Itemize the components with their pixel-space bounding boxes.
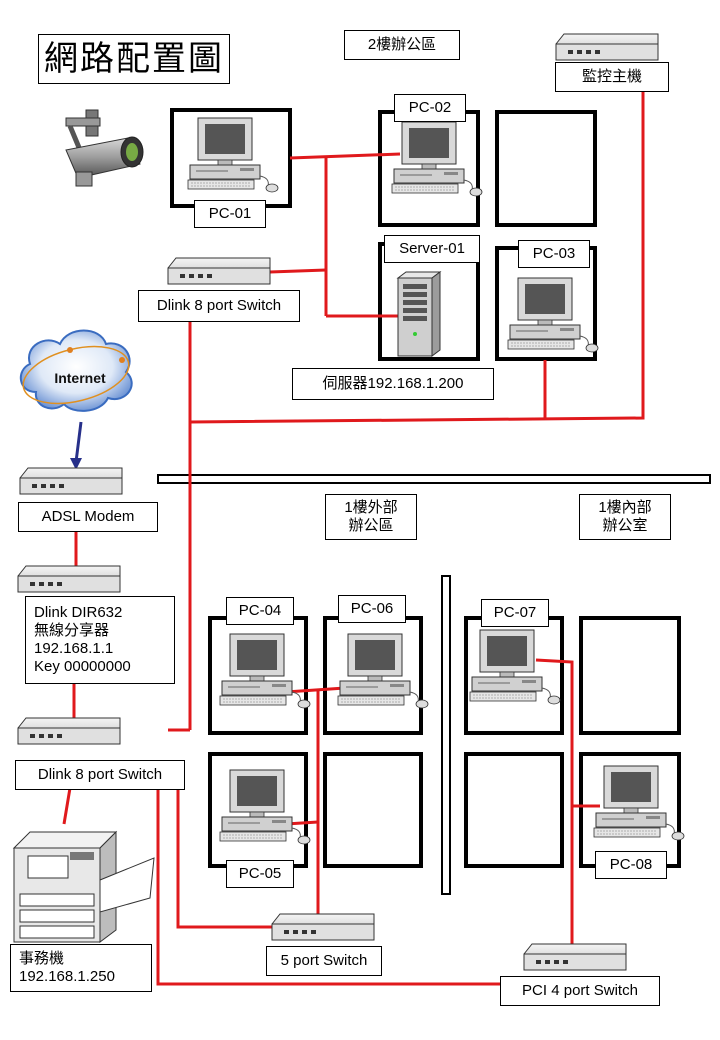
- internet-arrow-head: [70, 458, 82, 470]
- room-empty-1f-c: [464, 752, 564, 868]
- printer-ip: 192.168.1.250: [19, 968, 115, 985]
- pc01-icon: [187, 117, 279, 193]
- printer-name: 事務機: [19, 950, 65, 967]
- pc04-label: PC-04: [226, 597, 294, 625]
- room-empty-1f-a: [323, 752, 423, 868]
- server-ip-label: 伺服器192.168.1.200: [292, 368, 494, 400]
- pc05-label: PC-05: [226, 860, 294, 888]
- server-icon: [396, 271, 442, 357]
- floor-divider: [157, 474, 711, 484]
- switch-main-icon: [17, 717, 121, 745]
- floor1-inner-label: 1樓內部 辦公室: [579, 494, 671, 540]
- security-camera-icon: [65, 109, 144, 187]
- switch-pci-label: PCI 4 port Switch: [500, 976, 660, 1006]
- cable-pc07-pci: [535, 658, 574, 944]
- printer-icon: [12, 830, 155, 943]
- cable-5port: [176, 788, 272, 929]
- switch-pci-icon: [523, 943, 627, 971]
- pc02-icon: [391, 121, 483, 197]
- floor1-inner-line-1: 1樓內部: [598, 499, 652, 516]
- pc08-label: PC-08: [595, 851, 667, 879]
- router-model: Dlink DIR632: [34, 604, 123, 621]
- floor1-outer-line-1: 1樓外部: [344, 499, 398, 516]
- pc02-label: PC-02: [394, 94, 466, 122]
- switch-top-label: Dlink 8 port Switch: [138, 290, 300, 322]
- router-type: 無線分享器: [34, 622, 110, 639]
- printer-label: 事務機 192.168.1.250: [10, 944, 152, 992]
- router-label: Dlink DIR632 無線分享器 192.168.1.1 Key 00000…: [25, 596, 175, 684]
- pc05-icon: [219, 769, 311, 845]
- pc03-label: PC-03: [518, 240, 590, 268]
- cable-pc04-pc06: [285, 686, 346, 694]
- pc07-label: PC-07: [481, 599, 549, 627]
- monitor-host-label: 監控主機: [555, 62, 669, 92]
- cable-pci: [156, 788, 500, 986]
- server01-label: Server-01: [384, 235, 480, 263]
- page-title: 網路配置圖: [38, 34, 230, 84]
- switch-5port-label: 5 port Switch: [266, 946, 382, 976]
- pc03-icon: [507, 277, 599, 353]
- inner-wall: [441, 575, 451, 895]
- internet-label: Internet: [54, 370, 106, 386]
- switch-main-label: Dlink 8 port Switch: [15, 760, 185, 790]
- switch-5port-icon: [271, 913, 375, 941]
- floor1-outer-label: 1樓外部 辦公區: [325, 494, 417, 540]
- room-empty-2f: [495, 110, 597, 227]
- floor1-outer-line-2: 辦公區: [348, 517, 394, 534]
- cable-printer: [62, 787, 72, 825]
- monitor-host-icon: [555, 33, 659, 61]
- adsl-modem-icon: [19, 467, 123, 495]
- router-key: Key 00000000: [34, 658, 131, 675]
- room-empty-1f-b: [579, 616, 681, 735]
- pc08-icon: [593, 765, 685, 841]
- pc04-icon: [219, 633, 311, 709]
- floor2-area-label: 2樓辦公區: [344, 30, 460, 60]
- network-cables: [62, 92, 645, 986]
- cable-floor-bus: [189, 92, 645, 424]
- cable-switch-top: [269, 268, 327, 274]
- switch-top-icon: [167, 257, 271, 285]
- internet-arrow: [74, 421, 83, 463]
- adsl-modem-label: ADSL Modem: [18, 502, 158, 532]
- cable-pc01-pc02: [289, 152, 401, 160]
- floor1-inner-line-2: 辦公室: [602, 517, 648, 534]
- pc06-icon: [337, 633, 429, 709]
- router-ip: 192.168.1.1: [34, 640, 114, 657]
- pc07-icon: [469, 629, 561, 705]
- internet-cloud-icon: Internet: [20, 329, 133, 412]
- router-icon: [17, 565, 121, 593]
- pc06-label: PC-06: [338, 595, 406, 623]
- pc01-label: PC-01: [194, 200, 266, 228]
